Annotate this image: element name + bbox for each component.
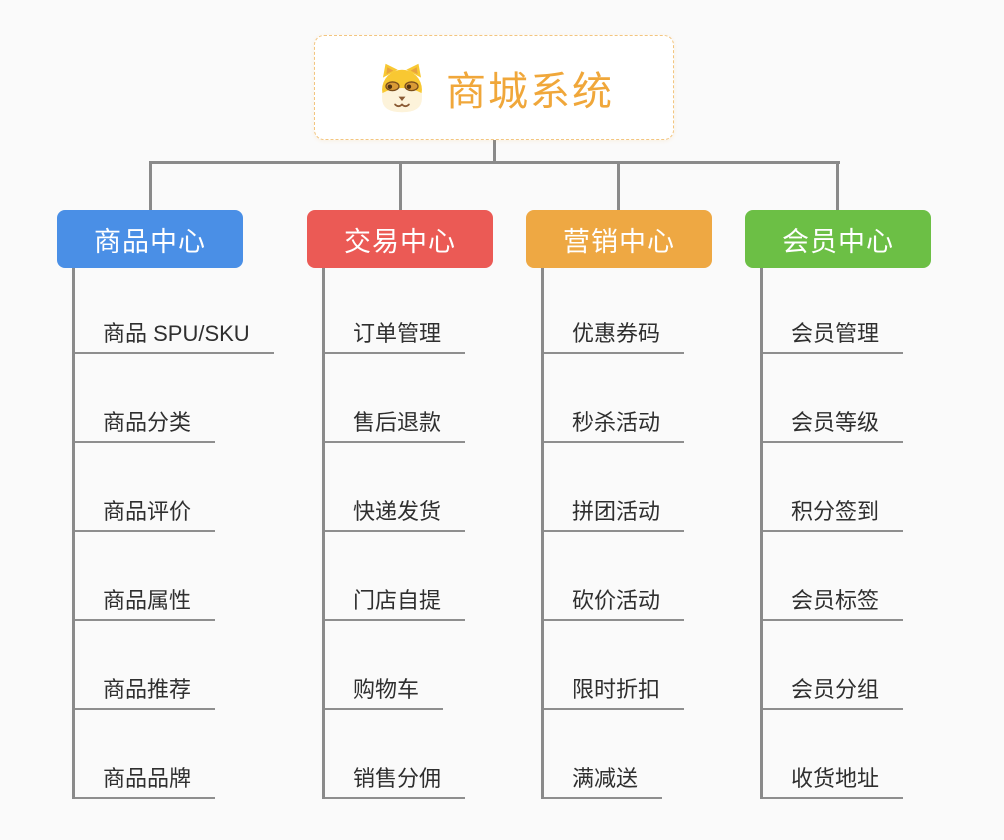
mindmap-node[interactable]: 订单管理 bbox=[325, 268, 466, 354]
mindmap-node[interactable]: 商品分类 bbox=[75, 354, 216, 443]
mindmap-node[interactable]: 拼团活动 bbox=[544, 443, 685, 532]
mindmap-node[interactable]: 积分签到 bbox=[763, 443, 904, 532]
mindmap-node[interactable]: 砍价活动 bbox=[544, 532, 685, 621]
mindmap-node[interactable]: 商品 SPU/SKU bbox=[75, 268, 274, 354]
branch-product: 商品中心 商品 SPU/SKU 商品分类 商品评价 商品属性 商品推荐 商品品牌 bbox=[57, 210, 274, 799]
mindmap-node[interactable]: 优惠券码 bbox=[544, 268, 685, 354]
mindmap-node[interactable]: 收货地址 bbox=[763, 710, 904, 799]
connector-main-horizontal bbox=[149, 161, 840, 164]
branch-header-product[interactable]: 商品中心 bbox=[57, 210, 243, 268]
mindmap-node[interactable]: 秒杀活动 bbox=[544, 354, 685, 443]
mindmap-node[interactable]: 会员标签 bbox=[763, 532, 904, 621]
branch-items-product: 商品 SPU/SKU 商品分类 商品评价 商品属性 商品推荐 商品品牌 bbox=[72, 268, 274, 799]
connector-root-stem bbox=[493, 139, 496, 163]
connector-drop-product bbox=[149, 162, 152, 210]
mindmap-node[interactable]: 限时折扣 bbox=[544, 621, 685, 710]
branch-marketing: 营销中心 优惠券码 秒杀活动 拼团活动 砍价活动 限时折扣 满减送 bbox=[526, 210, 712, 799]
mindmap-node[interactable]: 会员分组 bbox=[763, 621, 904, 710]
mindmap-node[interactable]: 商品推荐 bbox=[75, 621, 216, 710]
mindmap-node[interactable]: 门店自提 bbox=[325, 532, 466, 621]
dog-face-icon bbox=[382, 63, 422, 112]
mindmap-node[interactable]: 商品品牌 bbox=[75, 710, 216, 799]
branch-items-member: 会员管理 会员等级 积分签到 会员标签 会员分组 收货地址 bbox=[760, 268, 904, 799]
branch-trade: 交易中心 订单管理 售后退款 快递发货 门店自提 购物车 销售分佣 bbox=[307, 210, 493, 799]
mindmap-node[interactable]: 商品属性 bbox=[75, 532, 216, 621]
branch-header-marketing[interactable]: 营销中心 bbox=[526, 210, 712, 268]
root-node[interactable]: 商城系统 bbox=[314, 35, 674, 140]
branch-member: 会员中心 会员管理 会员等级 积分签到 会员标签 会员分组 收货地址 bbox=[745, 210, 931, 799]
connector-drop-trade bbox=[399, 162, 402, 210]
branch-label: 商品中心 bbox=[94, 226, 206, 257]
mindmap-node[interactable]: 商品评价 bbox=[75, 443, 216, 532]
branch-header-trade[interactable]: 交易中心 bbox=[307, 210, 493, 268]
mindmap-node[interactable]: 购物车 bbox=[325, 621, 444, 710]
branch-items-marketing: 优惠券码 秒杀活动 拼团活动 砍价活动 限时折扣 满减送 bbox=[541, 268, 685, 799]
mindmap-node[interactable]: 快递发货 bbox=[325, 443, 466, 532]
root-title: 商城系统 bbox=[446, 69, 614, 114]
branch-label: 交易中心 bbox=[344, 226, 456, 257]
branch-label: 营销中心 bbox=[563, 226, 675, 257]
mindmap-node[interactable]: 会员管理 bbox=[763, 268, 904, 354]
mindmap-node[interactable]: 销售分佣 bbox=[325, 710, 466, 799]
branch-label: 会员中心 bbox=[782, 226, 894, 257]
branch-items-trade: 订单管理 售后退款 快递发货 门店自提 购物车 销售分佣 bbox=[322, 268, 466, 799]
connector-drop-member bbox=[836, 162, 839, 210]
connector-drop-marketing bbox=[617, 162, 620, 210]
mindmap-node[interactable]: 满减送 bbox=[544, 710, 663, 799]
mindmap-node[interactable]: 售后退款 bbox=[325, 354, 466, 443]
branch-header-member[interactable]: 会员中心 bbox=[745, 210, 931, 268]
mindmap-node[interactable]: 会员等级 bbox=[763, 354, 904, 443]
